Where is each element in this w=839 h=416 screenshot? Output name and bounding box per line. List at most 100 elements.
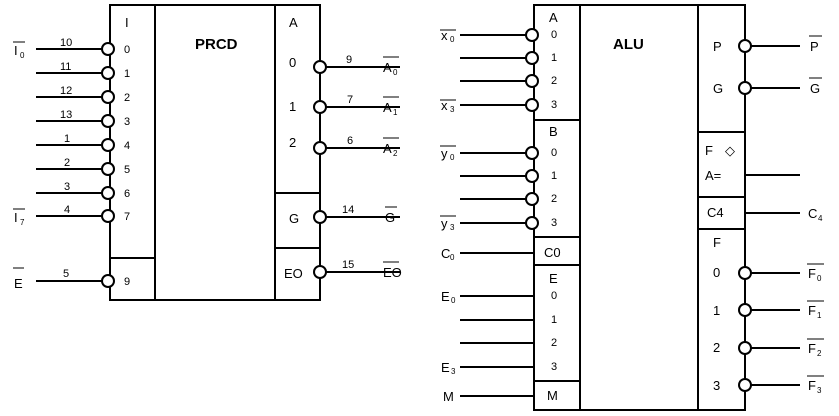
f-index-1: 1 — [713, 303, 720, 318]
pin-number: 15 — [342, 259, 354, 271]
signal-name: C — [808, 206, 817, 221]
inversion-bubble — [313, 100, 327, 114]
inversion-bubble — [525, 216, 539, 230]
inversion-bubble — [101, 186, 115, 200]
alu-e-group: E 0 1 2 3 E 0 E 3 — [441, 271, 558, 376]
e-group-label: E — [549, 271, 558, 286]
signal-name: C — [441, 246, 450, 261]
b-index-3: 3 — [551, 217, 557, 229]
alu-carry-out: C4 C 4 — [707, 205, 823, 223]
c4-label: C4 — [707, 205, 724, 220]
inversion-bubble — [101, 66, 115, 80]
f-index-2: 2 — [713, 340, 720, 355]
signal-name: P — [810, 39, 819, 54]
alu-p-output: P P — [713, 35, 822, 54]
prcd-input-4: 1 4 — [36, 133, 130, 152]
pin-number: 13 — [60, 109, 72, 121]
prcd-chip: PRCD I A 10 0 I 0 11 1 — [13, 4, 402, 301]
b-index-1: 1 — [551, 170, 557, 182]
prcd-enable-input: 5 9 E — [13, 267, 130, 291]
inversion-bubble — [525, 28, 539, 42]
signal-name: y — [441, 216, 448, 231]
enable-index: 9 — [124, 276, 130, 288]
signal-name: I — [14, 43, 18, 58]
input-index: 5 — [124, 164, 130, 176]
inversion-bubble — [738, 341, 752, 355]
signal-name: E — [14, 276, 23, 291]
prcd-input-6: 3 6 — [36, 181, 130, 200]
signal-subscript: 3 — [450, 105, 455, 114]
signal-name: A — [383, 141, 392, 156]
alu-title: ALU — [613, 36, 644, 53]
pin-number: 4 — [64, 204, 70, 216]
prcd-input-group-label: I — [125, 15, 129, 30]
signal-name: F — [808, 378, 816, 393]
input-index: 6 — [124, 188, 130, 200]
b-group-label: B — [549, 124, 558, 139]
a-index-3: 3 — [551, 99, 557, 111]
alu-g-output: G G — [713, 77, 822, 96]
inversion-bubble — [101, 162, 115, 176]
prcd-input-0: 10 0 I 0 — [13, 37, 130, 60]
inversion-bubble — [525, 98, 539, 112]
alu-carry-in: C0 C 0 — [441, 245, 561, 262]
e-index-3: 3 — [551, 361, 557, 373]
signal-name: G — [385, 210, 395, 225]
alu-mode: M M — [443, 388, 558, 404]
prcd-output-group-label: A — [289, 15, 298, 30]
inversion-bubble — [101, 90, 115, 104]
pin-number: 7 — [347, 94, 353, 106]
signal-subscript: 7 — [20, 218, 25, 227]
signal-name: A — [383, 60, 392, 75]
inversion-bubble — [525, 169, 539, 183]
signal-name: F — [808, 303, 816, 318]
pin-number: 3 — [64, 181, 70, 193]
prcd-eo-output: EO 15 EO — [284, 259, 402, 281]
signal-name: M — [443, 389, 454, 404]
prcd-input-1: 11 1 — [36, 61, 130, 80]
inversion-bubble — [313, 210, 327, 224]
signal-subscript: 3 — [451, 367, 456, 376]
output-index: 1 — [289, 99, 296, 114]
signal-name: A — [383, 100, 392, 115]
c0-label: C0 — [544, 245, 561, 260]
pin-number: 6 — [347, 135, 353, 147]
signal-subscript: 0 — [20, 51, 25, 60]
f-index-3: 3 — [713, 378, 720, 393]
signal-subscript: 0 — [450, 253, 455, 262]
signal-subscript: 0 — [393, 68, 398, 77]
pin-number: 2 — [64, 157, 70, 169]
input-index: 3 — [124, 116, 130, 128]
inversion-bubble — [101, 42, 115, 56]
m-label: M — [547, 388, 558, 403]
inversion-bubble — [313, 60, 327, 74]
a-index-0: 0 — [551, 29, 557, 41]
signal-name: I — [14, 210, 18, 225]
b-index-0: 0 — [551, 147, 557, 159]
a-index-2: 2 — [551, 75, 557, 87]
signal-subscript: 2 — [393, 149, 398, 158]
alu-body — [533, 4, 746, 411]
inversion-bubble — [101, 114, 115, 128]
signal-subscript: 0 — [451, 296, 456, 305]
inversion-bubble — [525, 51, 539, 65]
inversion-bubble — [101, 209, 115, 223]
inversion-bubble — [738, 39, 752, 53]
inversion-bubble — [101, 138, 115, 152]
signal-name: F — [808, 341, 816, 356]
signal-subscript: 3 — [450, 223, 455, 232]
alu-b-group: B 0 1 2 3 y 0 y 3 — [440, 124, 558, 232]
signal-subscript: 0 — [450, 35, 455, 44]
signal-subscript: 0 — [817, 274, 822, 283]
p-label: P — [713, 39, 722, 54]
inversion-bubble — [313, 141, 327, 155]
inversion-bubble — [738, 378, 752, 392]
prcd-input-2: 12 2 — [36, 85, 130, 104]
g-label: G — [713, 81, 723, 96]
pin-number: 10 — [60, 37, 72, 49]
prcd-input-3: 13 3 — [36, 109, 130, 128]
inversion-bubble — [313, 265, 327, 279]
eo-label: EO — [284, 266, 303, 281]
prcd-input-7: 4 7 I 7 — [13, 204, 130, 227]
